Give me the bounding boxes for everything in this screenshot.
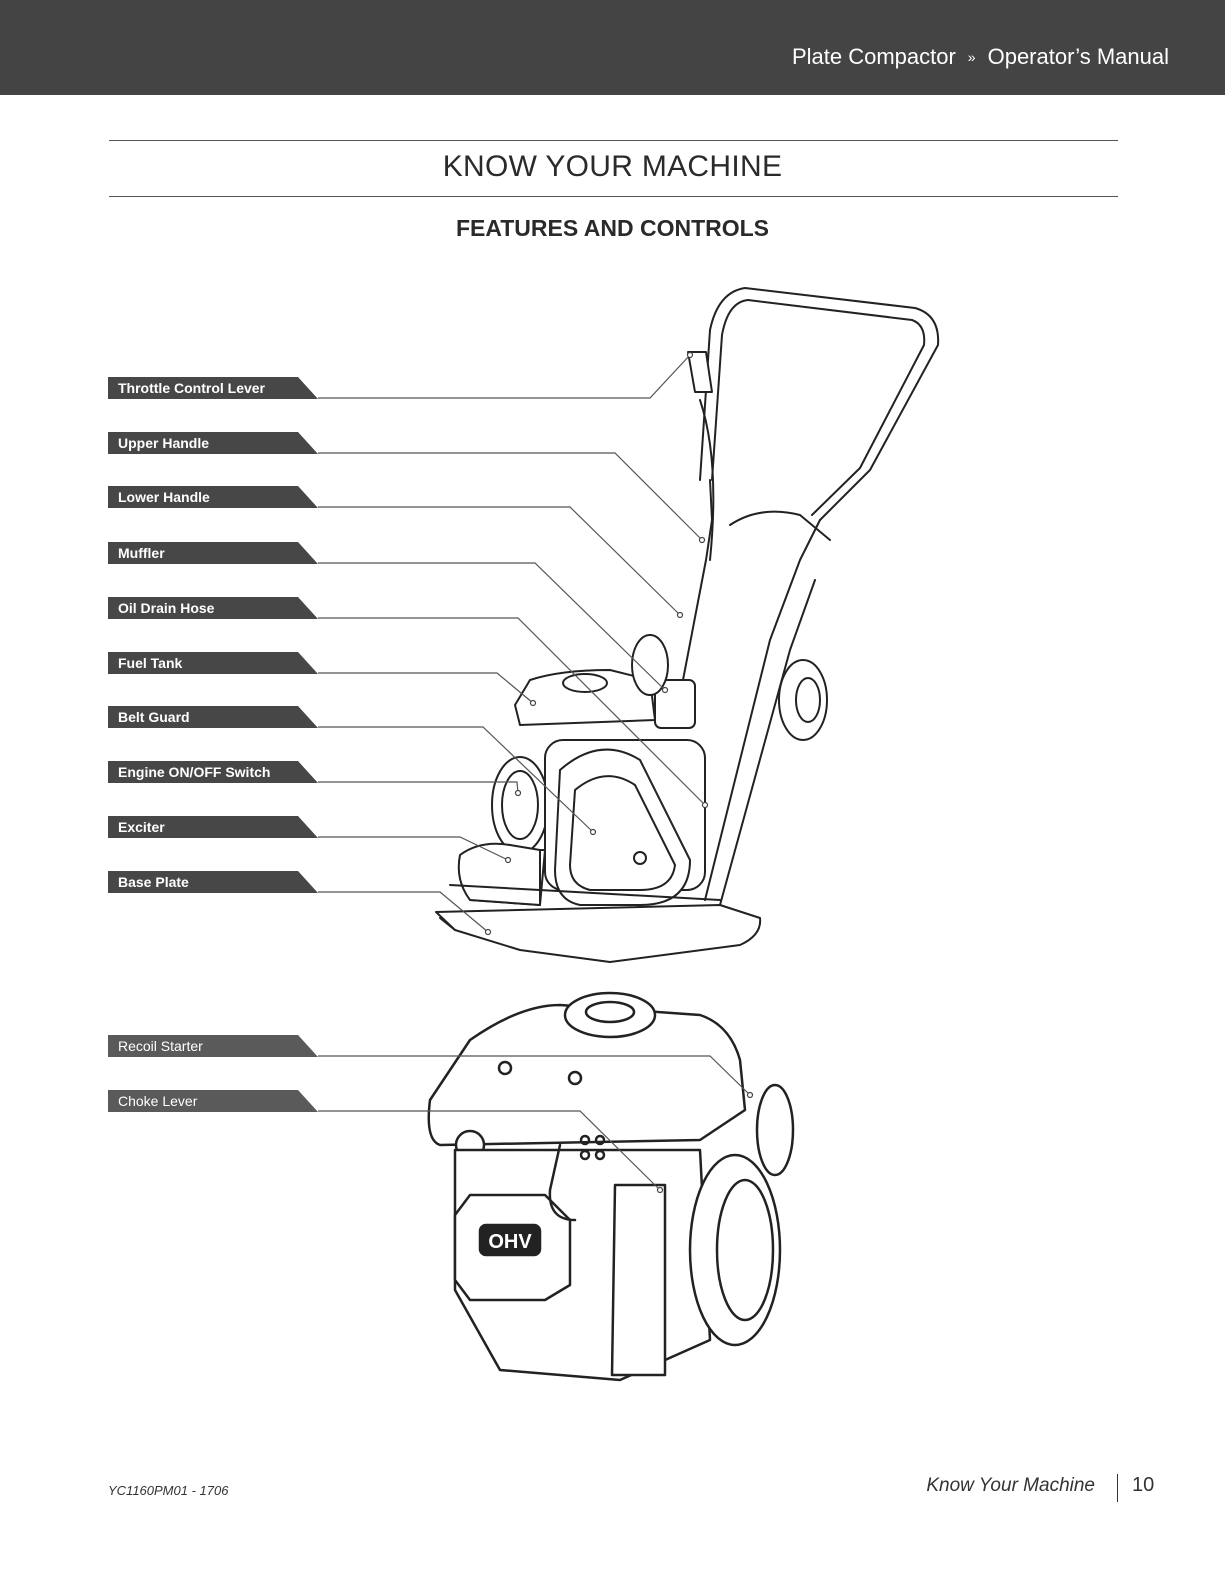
compactor-illustration — [436, 288, 938, 962]
leader-lower-handle — [318, 507, 680, 615]
engine-illustration — [429, 993, 793, 1380]
callout-lower-handle: Lower Handle — [108, 486, 318, 508]
callout-belt-guard: Belt Guard — [108, 706, 318, 728]
callout-choke-lever: Choke Lever — [108, 1090, 318, 1112]
callout-oil-drain-hose: Oil Drain Hose — [108, 597, 318, 619]
leader-onoff-switch — [318, 782, 518, 793]
page-number: 10 — [1132, 1474, 1154, 1497]
document-code: YC1160PM01 - 1706 — [108, 1483, 228, 1498]
callout-upper-handle: Upper Handle — [108, 432, 318, 454]
callout-engine-on-off-switch: Engine ON/OFF Switch — [108, 761, 318, 783]
leader-upper-handle — [318, 453, 702, 540]
leader-fuel-tank — [318, 673, 533, 703]
callout-recoil-starter: Recoil Starter — [108, 1035, 318, 1057]
callout-muffler: Muffler — [108, 542, 318, 564]
callout-throttle-control-lever: Throttle Control Lever — [108, 377, 318, 399]
leader-throttle — [318, 355, 690, 398]
engine-badge: OHV — [488, 1231, 532, 1253]
callout-fuel-tank: Fuel Tank — [108, 652, 318, 674]
callout-base-plate: Base Plate — [108, 871, 318, 893]
footer-divider — [1117, 1474, 1118, 1502]
footer-section-name: Know Your Machine — [926, 1475, 1095, 1497]
callout-exciter: Exciter — [108, 816, 318, 838]
